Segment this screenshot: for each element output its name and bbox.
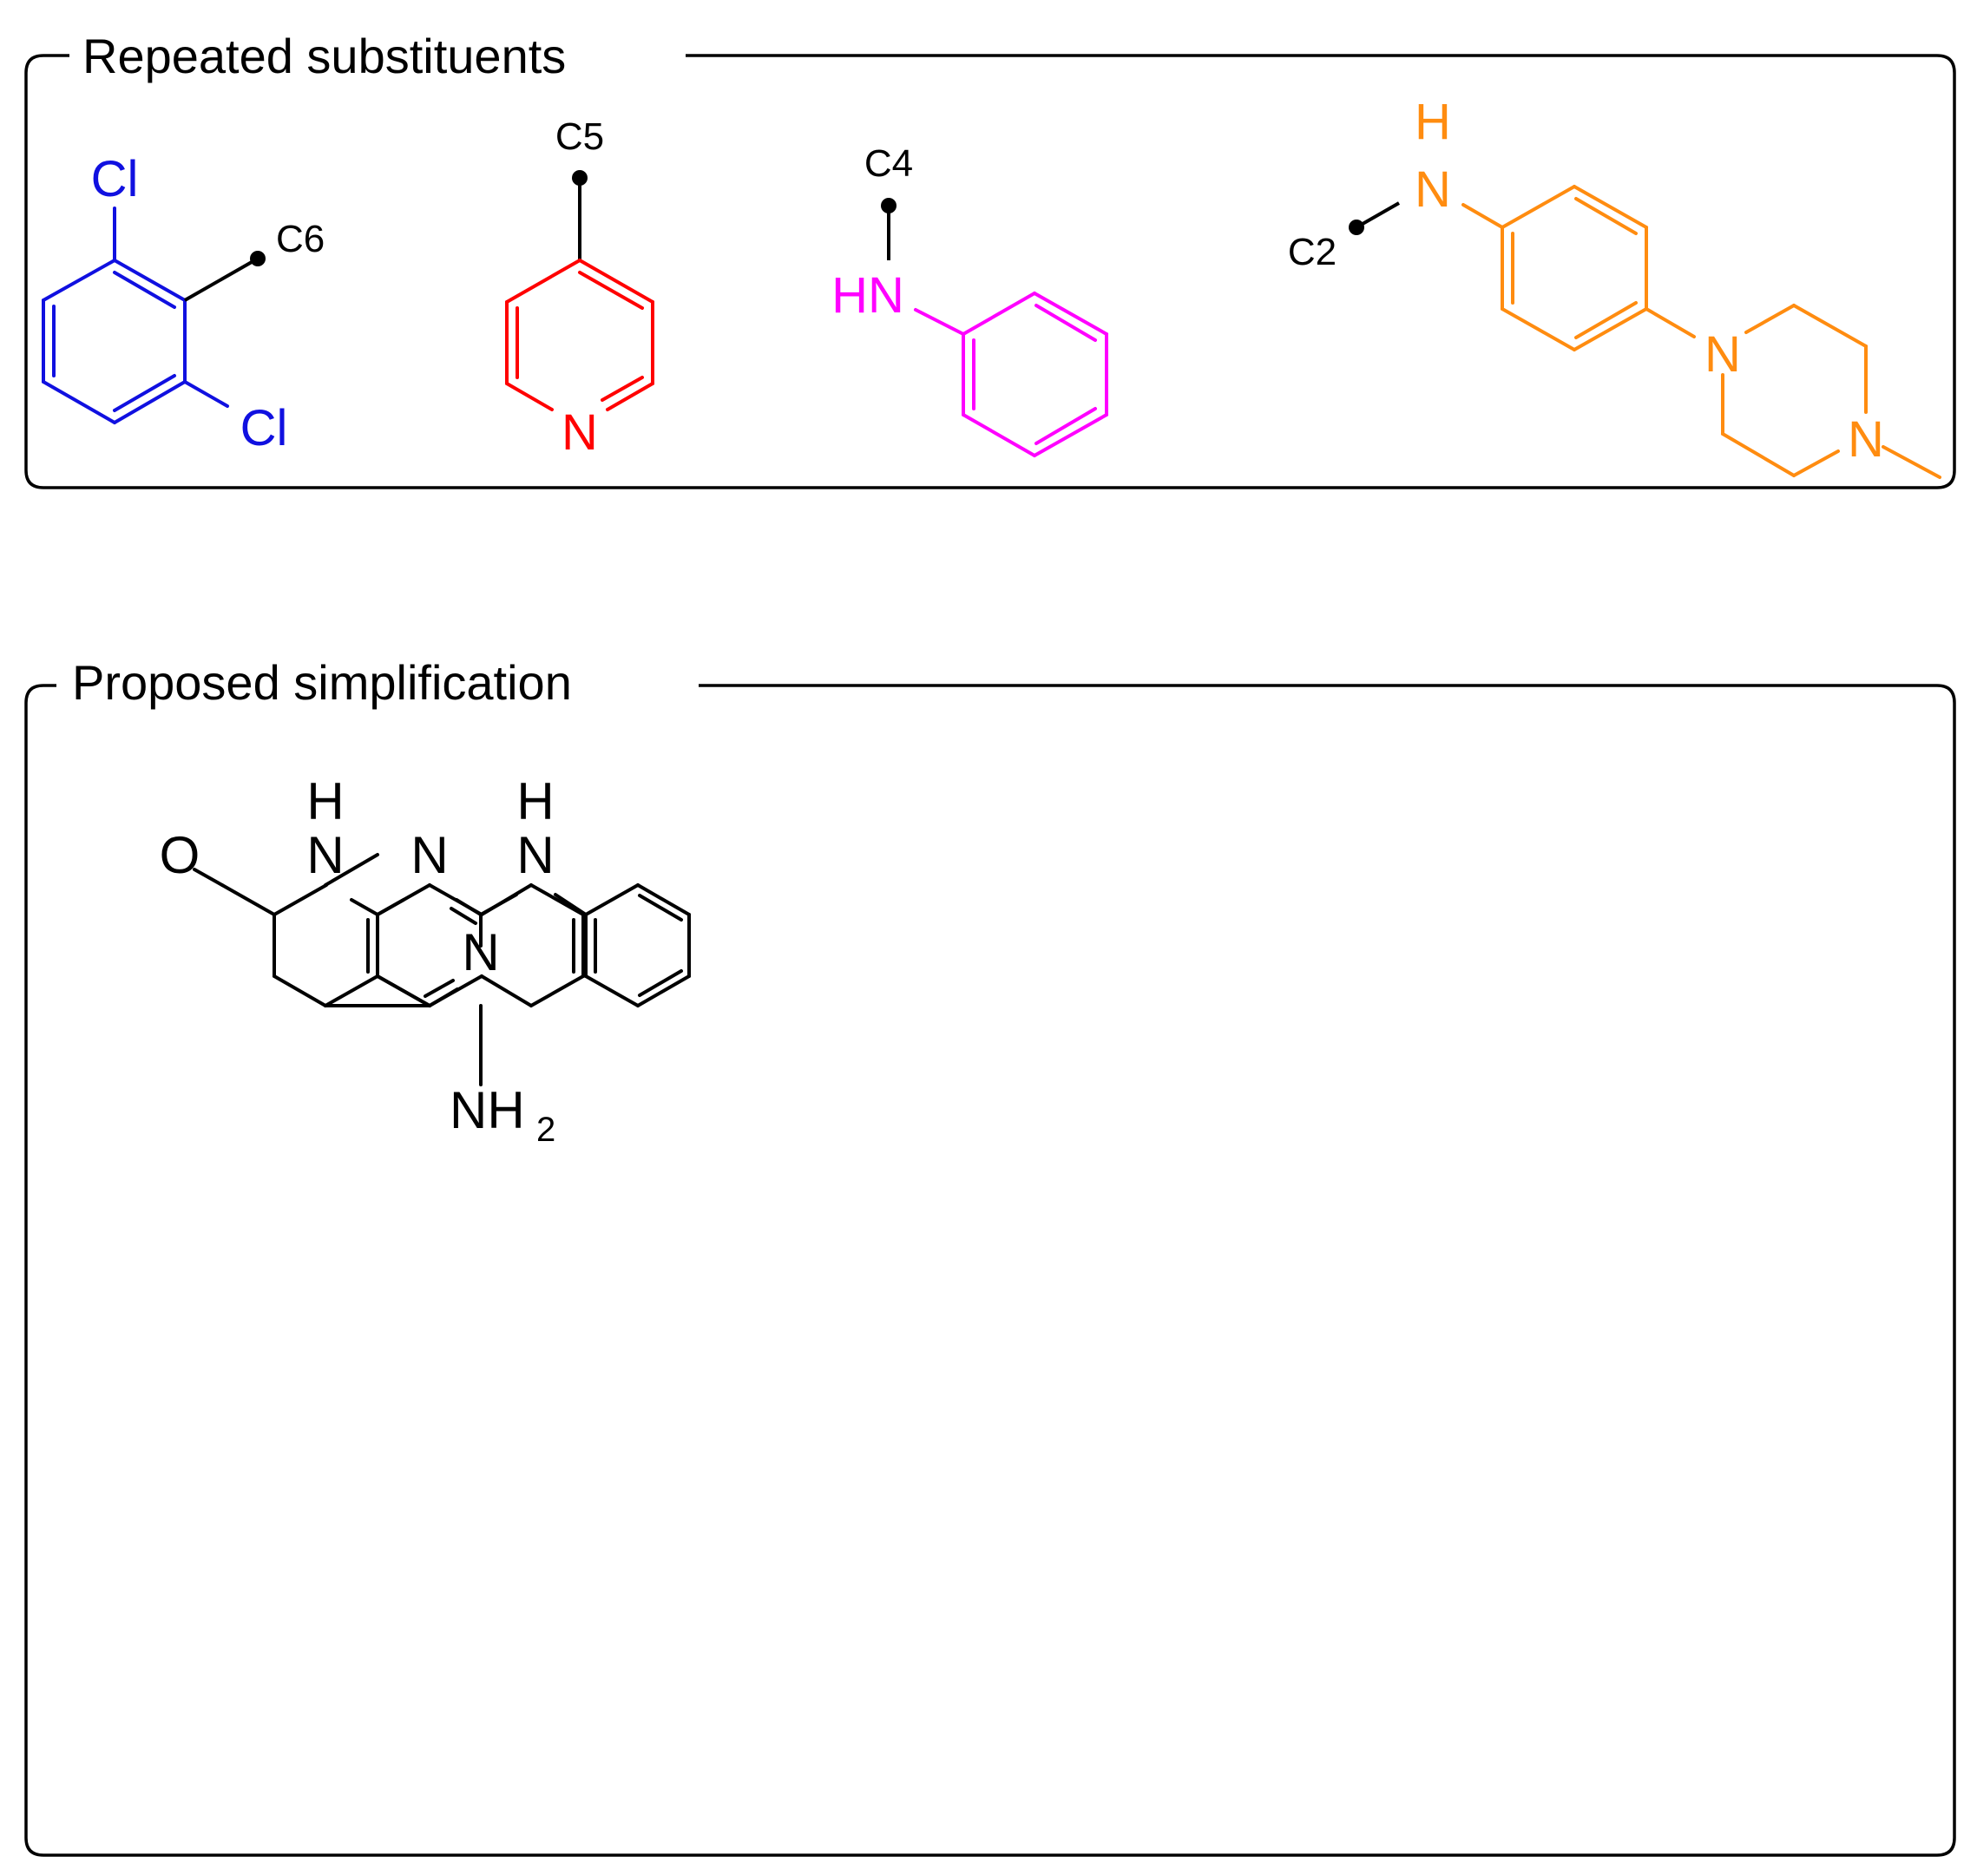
hydrogen-label: H bbox=[1415, 94, 1451, 150]
nitrogen-label: N bbox=[562, 404, 598, 461]
position-label-c6: C6 bbox=[276, 218, 325, 260]
substituent-pyridyl: C5 N bbox=[505, 115, 654, 461]
panel-title-top: Repeated substituents bbox=[82, 29, 566, 83]
panel-repeated-substituents: Repeated substituents C6 Cl Cl bbox=[24, 29, 1956, 489]
panel-title-bottom: Proposed simplification bbox=[72, 655, 572, 710]
nitrogen-label: N bbox=[1415, 161, 1451, 218]
chlorine-label: Cl bbox=[91, 151, 139, 207]
nitrogen-label: N bbox=[1704, 326, 1741, 383]
attachment-point bbox=[1349, 220, 1364, 235]
attachment-point bbox=[881, 198, 897, 213]
panel-proposed-simplification: Proposed simplification NH 2 bbox=[24, 655, 1956, 1857]
position-label-c4: C4 bbox=[864, 142, 913, 185]
attachment-point bbox=[250, 251, 266, 266]
panel-frame-bottom bbox=[24, 684, 1956, 1857]
attachment-point bbox=[572, 170, 588, 186]
substituent-anilino: C4 HN bbox=[831, 142, 1108, 457]
substituent-dichlorophenyl: C6 Cl Cl bbox=[42, 151, 325, 456]
amino-subscript: 2 bbox=[536, 1111, 555, 1149]
chlorine-label: Cl bbox=[240, 400, 288, 456]
molecule-c6-bonds bbox=[376, 883, 585, 1007]
core-atom-labels bbox=[159, 772, 555, 981]
nitrogen-label: N bbox=[1848, 411, 1884, 468]
position-label-c2: C2 bbox=[1288, 231, 1337, 273]
position-label-c5: C5 bbox=[555, 115, 604, 158]
amino-label: NH bbox=[450, 1081, 525, 1139]
panel-frame-top bbox=[24, 54, 1956, 489]
molecule-c6-example: NH 2 bbox=[159, 772, 691, 1149]
substituent-piperazinylanilino: C2 H N bbox=[1288, 94, 1941, 479]
amine-label: HN bbox=[831, 267, 904, 324]
